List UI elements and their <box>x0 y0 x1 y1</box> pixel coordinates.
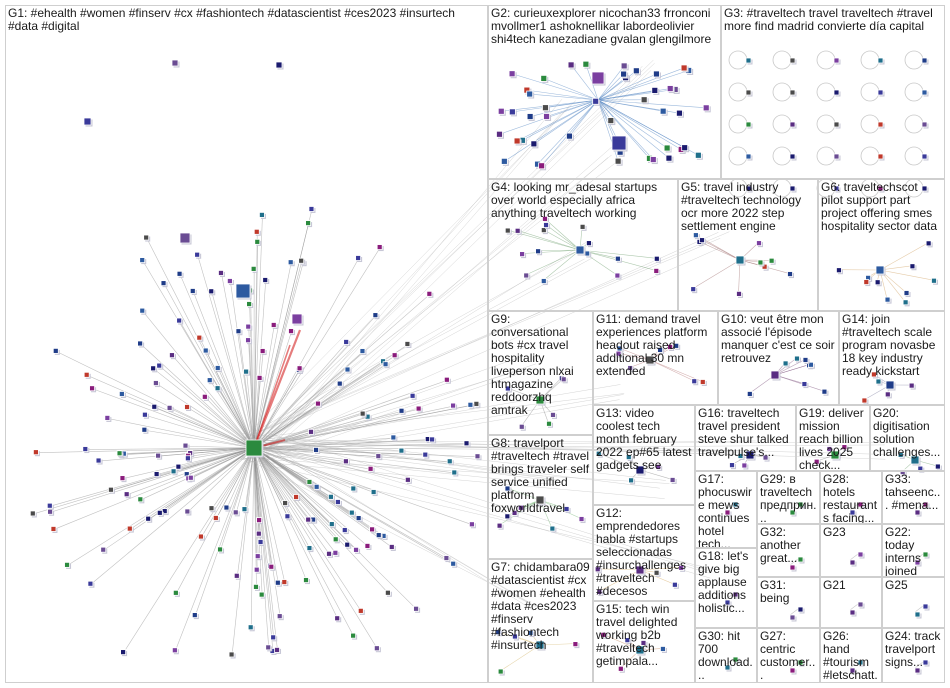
group-panel-g10: G10: veut être mon associé l'épisode man… <box>718 311 839 405</box>
group-label-g32: G32: another great... <box>760 526 817 565</box>
group-label-g11: G11: demand travel experiences platform … <box>596 313 715 378</box>
group-panel-g22: G22: today interns joined 80... <box>882 524 945 577</box>
group-panel-g9: G9: conversational bots #cx travel hospi… <box>488 311 593 435</box>
group-panel-g31: G31: being <box>757 577 820 628</box>
group-label-g31: G31: being <box>760 579 817 605</box>
group-panel-g17: G17: phocuswire mews continues hotel tec… <box>695 471 757 548</box>
group-panel-g26: G26: hand #tourism #letschatt... <box>820 628 882 683</box>
group-panel-g16: G16: traveltech travel president steve s… <box>695 405 796 471</box>
group-panel-g25: G25 <box>882 577 945 628</box>
group-label-g14: G14: join #traveltech scale program nova… <box>842 313 942 378</box>
group-label-g2: G2: curieuxexplorer nicochan33 frronconi… <box>491 7 718 46</box>
group-label-g33: G33: tahseenc... #mena... <box>885 473 942 512</box>
group-panel-g24: G24: track travelport signs... <box>882 628 945 683</box>
group-panel-g14: G14: join #traveltech scale program nova… <box>839 311 945 405</box>
group-panel-g18: G18: let's give big applause additions h… <box>695 548 757 628</box>
group-panel-g5: G5: travel industry #traveltech technolo… <box>678 179 818 311</box>
group-label-g12: G12: emprendedores habla #startups selec… <box>596 507 692 598</box>
group-label-g10: G10: veut être mon associé l'épisode man… <box>721 313 836 365</box>
group-panel-g7: G7: chidambara09 #datascientist #cx #wom… <box>488 559 593 683</box>
group-panel-g8: G8: travelport #traveltech #travel bring… <box>488 435 593 559</box>
group-panel-g32: G32: another great... <box>757 524 820 577</box>
group-panel-g21: G21 <box>820 577 882 628</box>
group-label-g17: G17: phocuswire mews continues hotel tec… <box>698 473 754 548</box>
group-panel-g2: G2: curieuxexplorer nicochan33 frronconi… <box>488 5 721 179</box>
group-label-g15: G15: tech win travel delighted working b… <box>596 603 692 668</box>
group-label-g24: G24: track travelport signs... <box>885 630 942 669</box>
group-label-g6: G6: traveltechscot pilot support part pr… <box>821 181 942 233</box>
group-panel-g20: G20: digitisation solution challenges... <box>870 405 945 471</box>
group-panel-g3: G3: #traveltech travel traveltech #trave… <box>721 5 945 179</box>
group-label-g26: G26: hand #tourism #letschatt... <box>823 630 879 683</box>
group-panel-g15: G15: tech win travel delighted working b… <box>593 601 695 683</box>
group-panel-g33: G33: tahseenc... #mena... <box>882 471 945 524</box>
group-label-g5: G5: travel industry #traveltech technolo… <box>681 181 815 233</box>
group-label-g22: G22: today interns joined 80... <box>885 526 942 577</box>
group-label-g8: G8: travelport #traveltech #travel bring… <box>491 437 590 515</box>
group-label-g3: G3: #traveltech travel traveltech #trave… <box>724 7 942 33</box>
group-panel-g19: G19: deliver mission reach billion lives… <box>796 405 870 471</box>
group-label-g4: G4: looking mr_adesal startups over worl… <box>491 181 675 220</box>
group-label-g27: G27: centric customer... <box>760 630 817 682</box>
group-panel-g23: G23 <box>820 524 882 577</box>
group-label-g7: G7: chidambara09 #datascientist #cx #wom… <box>491 561 590 652</box>
group-panel-g30: G30: hit 700 download... <box>695 628 757 683</box>
group-label-g29: G29: в traveltech предприн... <box>760 473 817 524</box>
group-label-g19: G19: deliver mission reach billion lives… <box>799 407 867 471</box>
group-label-g16: G16: traveltech travel president steve s… <box>698 407 793 459</box>
group-label-g9: G9: conversational bots #cx travel hospi… <box>491 313 590 417</box>
group-panel-g11: G11: demand travel experiences platform … <box>593 311 718 405</box>
group-label-g28: G28: hotels restaurants facing... <box>823 473 879 524</box>
group-label-g20: G20: digitisation solution challenges... <box>873 407 942 459</box>
group-panel-g28: G28: hotels restaurants facing... <box>820 471 882 524</box>
group-panel-g13: G13: video coolest tech month february 2… <box>593 405 695 505</box>
group-panel-g12: G12: emprendedores habla #startups selec… <box>593 505 695 601</box>
group-panel-g6: G6: traveltechscot pilot support part pr… <box>818 179 945 311</box>
group-label-g21: G21 <box>823 579 879 592</box>
group-label-g18: G18: let's give big applause additions h… <box>698 550 754 615</box>
group-label-g25: G25 <box>885 579 942 592</box>
group-label-g1: G1: #ehealth #women #finserv #cx #fashio… <box>8 7 485 33</box>
group-label-g30: G30: hit 700 download... <box>698 630 754 682</box>
group-panel-g29: G29: в traveltech предприн... <box>757 471 820 524</box>
group-panel-g4: G4: looking mr_adesal startups over worl… <box>488 179 678 311</box>
group-label-g23: G23 <box>823 526 879 539</box>
group-panel-g27: G27: centric customer... <box>757 628 820 683</box>
group-panel-g1: G1: #ehealth #women #finserv #cx #fashio… <box>5 5 488 683</box>
group-label-g13: G13: video coolest tech month february 2… <box>596 407 692 472</box>
